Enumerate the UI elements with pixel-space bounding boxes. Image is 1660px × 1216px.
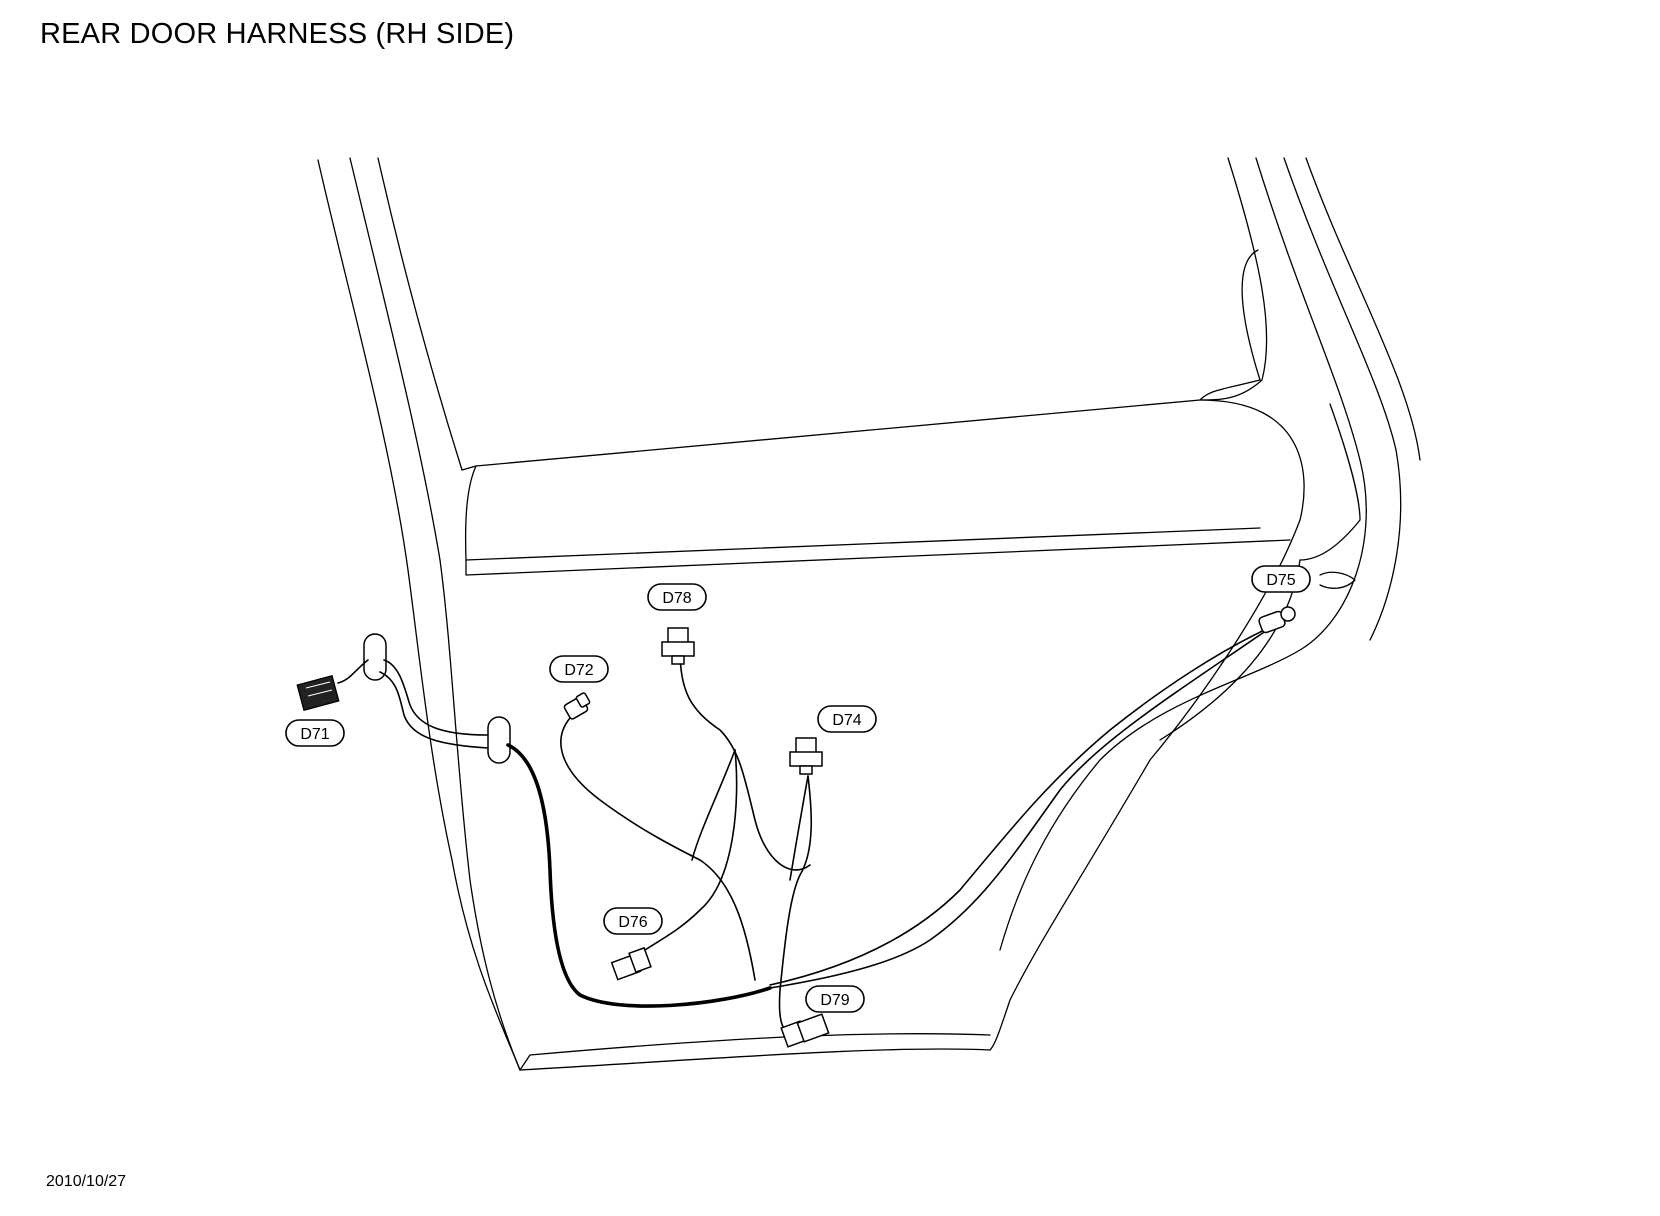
label-d74: D74 <box>817 705 877 733</box>
label-d75-text: D75 <box>1266 572 1295 589</box>
d71-connector-icon <box>296 674 340 712</box>
d75-connector-icon <box>1258 606 1296 634</box>
label-d72-text: D72 <box>564 662 593 679</box>
grommets <box>363 633 511 764</box>
upper-grommet <box>363 633 387 681</box>
label-d78: D78 <box>647 583 707 611</box>
connector-labels: D71 D72 D78 D74 D75 D76 D79 <box>285 565 1311 1013</box>
label-d78-text: D78 <box>662 590 691 607</box>
label-d76-text: D76 <box>618 914 647 931</box>
diagram-date: 2010/10/27 <box>46 1173 127 1190</box>
label-d72: D72 <box>549 655 609 683</box>
diagram-title: REAR DOOR HARNESS (RH SIDE) <box>40 18 515 50</box>
d79-connector-icon <box>780 1013 830 1048</box>
label-d71: D71 <box>285 719 345 747</box>
d74-connector-icon <box>789 737 823 775</box>
d72-connector-icon <box>563 692 591 720</box>
harness-wires <box>337 624 1276 1036</box>
label-d79-text: D79 <box>820 992 849 1009</box>
label-d79: D79 <box>805 985 865 1013</box>
label-d75: D75 <box>1251 565 1311 593</box>
label-d76: D76 <box>603 907 663 935</box>
d76-connector-icon <box>610 946 652 981</box>
door-outline <box>317 157 1421 1071</box>
label-d74-text: D74 <box>832 712 861 729</box>
connector-glyphs <box>296 606 1296 1048</box>
label-d71-text: D71 <box>300 726 329 743</box>
lower-grommet <box>487 716 511 764</box>
d78-connector-icon <box>661 627 695 665</box>
